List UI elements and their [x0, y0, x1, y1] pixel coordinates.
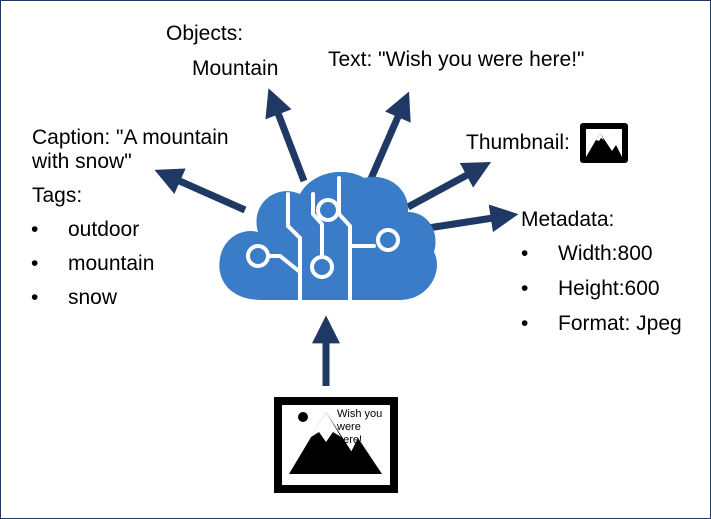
tag-bullet: • [31, 252, 39, 275]
objects-label: Objects: [166, 22, 244, 45]
objects-value: Mountain [192, 57, 279, 80]
tag-item: outdoor [68, 218, 140, 241]
image-text-line: here! [337, 434, 363, 446]
metadata-item: Format: Jpeg [558, 312, 682, 335]
arrow-to-objects [265, 88, 308, 183]
image-text-line: Wish you [337, 408, 383, 420]
metadata-bullet: • [521, 277, 529, 300]
caption-line1: Caption: "A mountain [32, 126, 229, 149]
image-text-line: were [337, 421, 361, 433]
arrow-to-metadata [427, 204, 519, 233]
metadata-bullet: • [521, 312, 529, 335]
arrow-to-text [366, 91, 411, 183]
tags-label: Tags: [32, 184, 83, 207]
thumbnail-label: Thumbnail: [466, 131, 570, 154]
text-label: Text: "Wish you were here!" [328, 48, 585, 71]
arrow-to-caption [154, 168, 247, 214]
metadata-item: Height:600 [558, 277, 660, 300]
mountain-thumbnail-icon [580, 123, 628, 163]
mountain-photo-icon [274, 397, 398, 493]
tag-item: snow [68, 286, 118, 309]
tag-item: mountain [68, 252, 155, 275]
metadata-bullet: • [521, 242, 529, 265]
caption-line2: with snow" [32, 150, 132, 173]
metadata-label: Metadata: [521, 208, 615, 231]
ai-vision-cloud-icon [219, 171, 437, 302]
tag-bullet: • [31, 218, 39, 241]
tag-bullet: • [31, 286, 39, 309]
arrow-to-thumbnail [406, 161, 492, 211]
metadata-item: Width:800 [558, 242, 653, 265]
